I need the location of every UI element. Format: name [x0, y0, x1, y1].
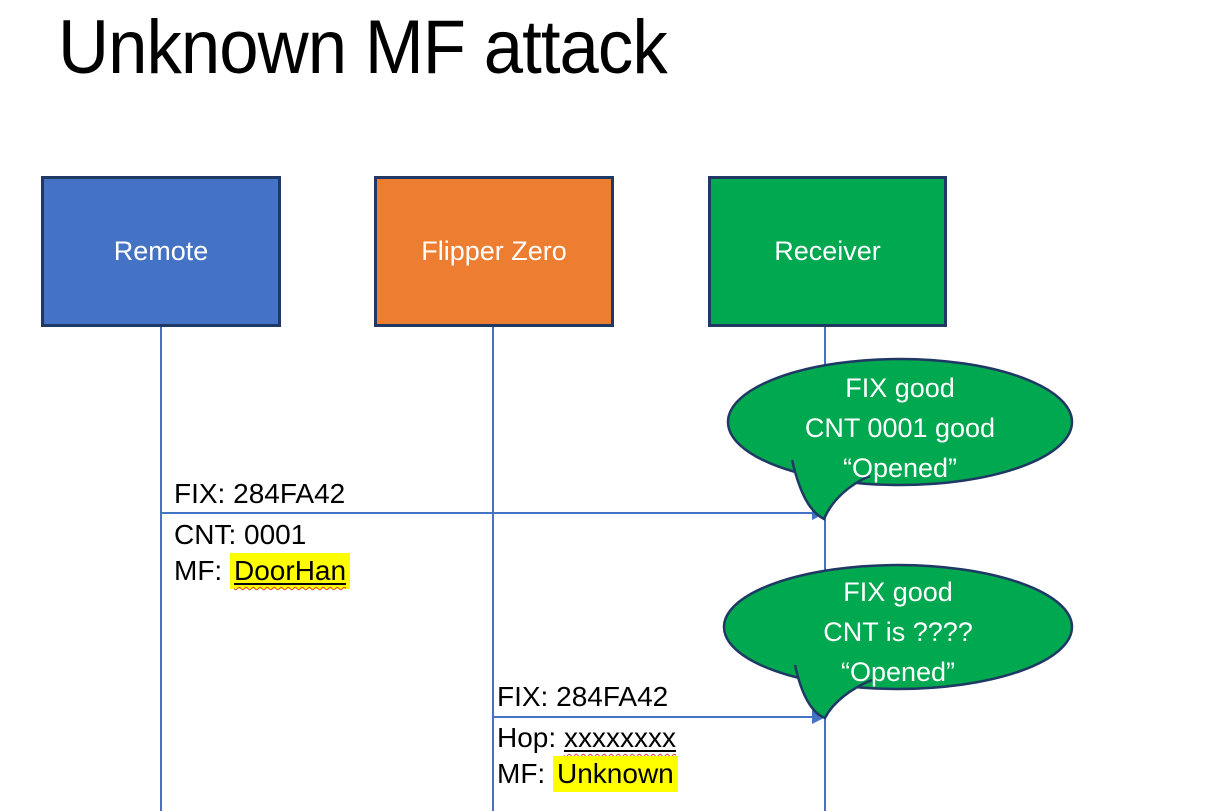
- message-arrow-flipper-to-receiver: [492, 716, 813, 718]
- lifeline-remote: [160, 327, 162, 811]
- speech-bubble-2: [722, 563, 1074, 720]
- actor-box-receiver: Receiver: [708, 176, 947, 327]
- speech-bubble-1-tail: [790, 459, 871, 521]
- speech-bubble-1-body: [726, 357, 1074, 487]
- message1-mf-value: DoorHan: [234, 555, 347, 586]
- message1-mf-text: MF: DoorHan: [174, 553, 351, 589]
- speech-bubble-1: [726, 357, 1074, 521]
- message2-hop-label: Hop:: [497, 722, 564, 753]
- speech-bubble-2-text: FIX good CNT is ???? “Opened”: [728, 572, 1068, 692]
- speech-bubble-2-body: [722, 563, 1074, 691]
- message2-mf-label: MF:: [497, 758, 553, 789]
- message2-mf-text: MF: Unknown: [497, 756, 678, 792]
- callout-line: FIX good: [843, 577, 953, 607]
- callout-line: FIX good: [845, 373, 955, 403]
- callout-line: “Opened”: [842, 453, 958, 483]
- callout-line: CNT 0001 good: [804, 413, 996, 443]
- page-title: Unknown MF attack: [58, 5, 668, 90]
- lifeline-flipper-zero: [492, 327, 494, 811]
- callout-line: “Opened”: [840, 657, 956, 687]
- message2-hop-value: xxxxxxxx: [563, 722, 676, 753]
- actor-box-remote: Remote: [41, 176, 281, 327]
- spellcheck-squiggle: xxxxxxxx: [564, 722, 676, 753]
- message1-mf-label: MF:: [174, 555, 230, 586]
- lifeline-receiver: [824, 327, 826, 811]
- message2-hop-text: Hop: xxxxxxxx: [497, 721, 676, 755]
- message-arrow-remote-to-receiver: [161, 512, 813, 514]
- spellcheck-squiggle: DoorHan: [234, 555, 346, 586]
- actor-box-flipper-zero: Flipper Zero: [374, 176, 614, 327]
- speech-bubble-1-text: FIX good CNT 0001 good “Opened”: [730, 368, 1070, 488]
- actor-label-flipper-zero: Flipper Zero: [421, 236, 567, 266]
- actor-label-receiver: Receiver: [774, 236, 881, 266]
- actor-label-remote: Remote: [113, 236, 209, 266]
- message1-cnt-text: CNT: 0001: [174, 519, 307, 550]
- message2-fix-text: FIX: 284FA42: [497, 681, 669, 712]
- message1-fix-text: FIX: 284FA42: [174, 478, 346, 509]
- callout-line: CNT is ????: [823, 617, 973, 647]
- message2-mf-value: Unknown: [553, 756, 678, 792]
- speech-bubble-2-tail: [793, 664, 873, 720]
- message1-mf-highlight: DoorHan: [230, 553, 351, 589]
